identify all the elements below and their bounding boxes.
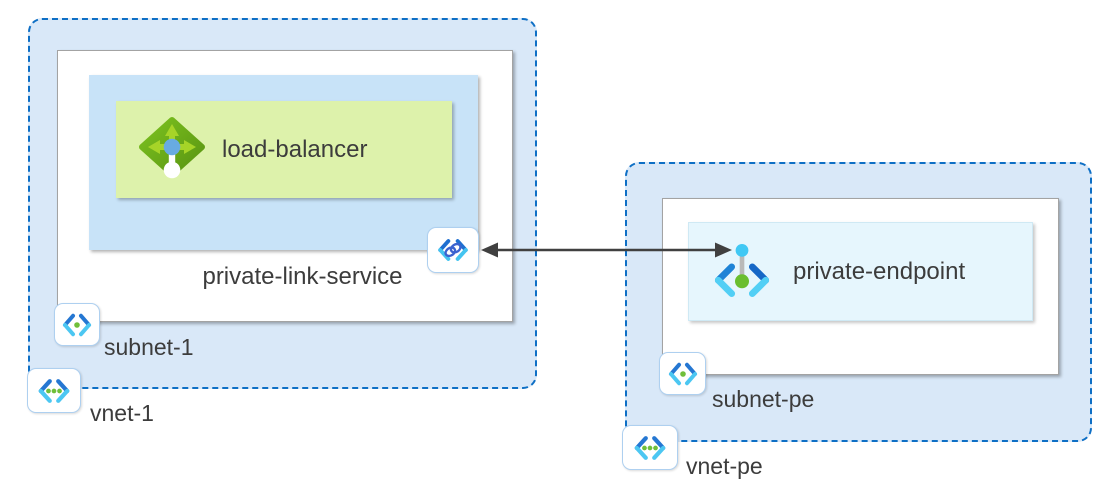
load-balancer-node: load-balancer (116, 101, 452, 198)
virtual-network-icon (622, 425, 678, 470)
subnet-icon (659, 352, 706, 395)
private-link-service-label: private-link-service (202, 263, 403, 290)
private-link-service-icon (427, 227, 479, 273)
subnet-pe-label: subnet-pe (712, 386, 815, 412)
private-endpoint-icon (709, 239, 775, 305)
virtual-network-icon (27, 368, 81, 413)
private-endpoint-node: private-endpoint (688, 222, 1033, 321)
private-endpoint-label: private-endpoint (793, 257, 966, 285)
subnet-1-label: subnet-1 (104, 334, 194, 360)
load-balancer-icon (136, 114, 208, 186)
load-balancer-label: load-balancer (222, 135, 368, 163)
subnet-icon (54, 303, 100, 346)
vnet-1-label: vnet-1 (90, 400, 154, 426)
vnet-pe-label: vnet-pe (686, 453, 763, 479)
